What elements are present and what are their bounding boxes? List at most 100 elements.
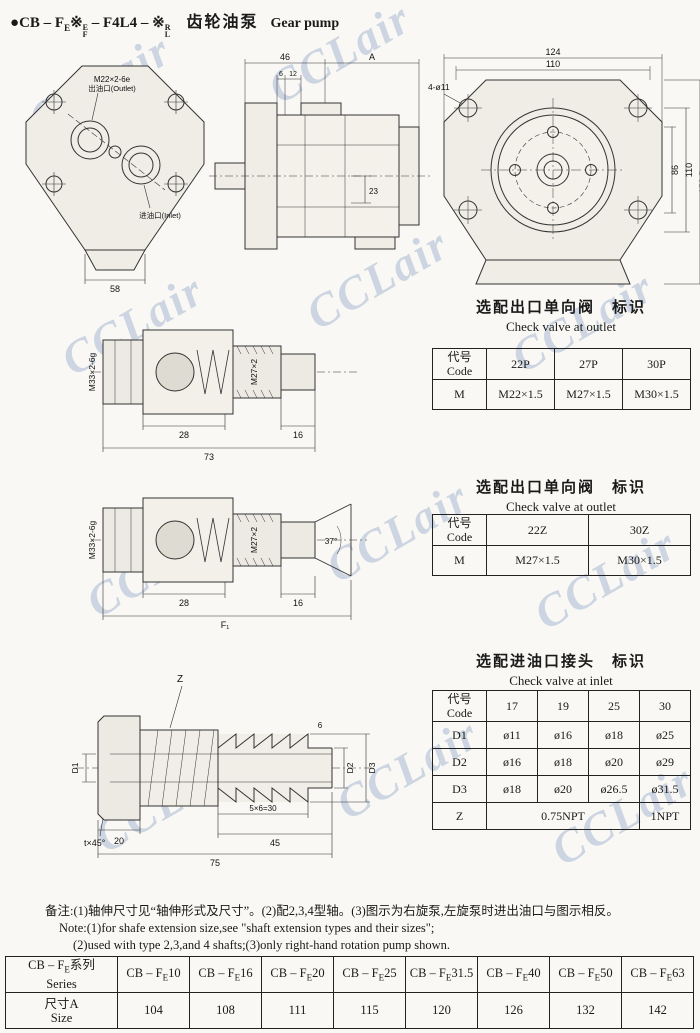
dim-label-46: 46 bbox=[280, 52, 290, 62]
table-cell: M bbox=[432, 379, 487, 410]
dim-label-20: 20 bbox=[114, 836, 124, 846]
table-cell: ø18 bbox=[588, 721, 640, 749]
dim-label-16: 16 bbox=[293, 430, 303, 440]
table-cell: 22P bbox=[486, 348, 555, 380]
table-cell: 142 bbox=[621, 992, 694, 1029]
table-cell: 30Z bbox=[588, 514, 691, 546]
table-cell: CB – FE63 bbox=[621, 956, 694, 993]
angle-label-37: 37° bbox=[325, 536, 338, 546]
side-view-drawing: 46 A 6 12 23 bbox=[209, 52, 431, 250]
table-cell: ø16 bbox=[486, 748, 538, 776]
table-cell: M30×1.5 bbox=[588, 545, 691, 576]
table-cell: ø18 bbox=[486, 775, 538, 803]
note-line-en-1: Note:(1)for shafe extension size,see "sh… bbox=[59, 921, 435, 935]
title-chinese: 齿轮油泵 bbox=[186, 14, 259, 31]
note-line-cn: 备注:(1)轴伸尺寸见“轴伸形式及尺寸”。(2)配2,3,4型轴。(3)图示为右… bbox=[45, 904, 619, 918]
dim-label-12: 12 bbox=[289, 71, 297, 78]
inlet-fitting-drawing: Z D1 D2 D3 t×45° 20 5×6=30 6 45 75 bbox=[70, 674, 377, 868]
dim-label-28: 28 bbox=[179, 598, 189, 608]
front-thread-label: M22×2-6e bbox=[94, 75, 131, 84]
dim-label-pitch: 5×6=30 bbox=[249, 804, 277, 813]
note-line-en-2: (2)used with type 2,3,and 4 shafts;(3)on… bbox=[73, 938, 451, 952]
table-cell: D1 bbox=[432, 721, 487, 749]
front-inlet-label: 进油口(Inlet) bbox=[139, 210, 181, 220]
table-cell: 108 bbox=[189, 992, 262, 1029]
section-title-outlet-p: 选配出口单向阀 标识 Check valve at outlet bbox=[475, 300, 646, 334]
section-title-inlet: 选配进油口接头 标识 Check valve at inlet bbox=[475, 654, 646, 688]
table-cell: M30×1.5 bbox=[622, 379, 691, 410]
dim-label-6: 6 bbox=[318, 721, 323, 730]
table-cell: Z bbox=[432, 802, 487, 830]
table-cell: CB – FE10 bbox=[117, 956, 190, 993]
bullet-icon: ● bbox=[10, 15, 20, 31]
table-cell: ø25 bbox=[639, 721, 691, 749]
dim-label-6: 6 bbox=[279, 71, 283, 78]
table-cell: 27P bbox=[554, 348, 623, 380]
table-cell: 115 bbox=[333, 992, 406, 1029]
table-cell: ø20 bbox=[588, 748, 640, 776]
table-cell: 30 bbox=[639, 690, 691, 722]
thread-label-m33: M33×2-6g bbox=[87, 520, 97, 559]
dim-label-73: 73 bbox=[204, 452, 214, 462]
table-cell: 132 bbox=[549, 992, 622, 1029]
table-cell: 104 bbox=[117, 992, 190, 1029]
chamfer-label: t×45° bbox=[84, 838, 106, 848]
title-english: Gear pump bbox=[270, 16, 340, 31]
table-cell: CB – FE50 bbox=[549, 956, 622, 993]
rear-view-drawing: 124 110 4-ø11 86 110 152.5 bbox=[428, 47, 700, 285]
table-cell: CB – FE20 bbox=[261, 956, 334, 993]
table-cell: 1NPT bbox=[639, 802, 691, 830]
table-cell: CB – FE16 bbox=[189, 956, 262, 993]
check-valve-p-drawing: M33×2-6g M27×2 28 16 73 bbox=[87, 329, 357, 462]
table-cell: 30P bbox=[622, 348, 691, 380]
dim-label-45: 45 bbox=[270, 838, 280, 848]
table-cell: CB – FE40 bbox=[477, 956, 550, 993]
table-cell: 22Z bbox=[486, 514, 589, 546]
table-cell: 19 bbox=[537, 690, 589, 722]
table-cell: 126 bbox=[477, 992, 550, 1029]
dim-label-110-right: 110 bbox=[684, 163, 694, 177]
table-cell: ø20 bbox=[537, 775, 589, 803]
table-cell: ø16 bbox=[537, 721, 589, 749]
thread-label-m33: M33×2-6g bbox=[87, 352, 97, 391]
table-cell: ø11 bbox=[486, 721, 538, 749]
dim-label-124: 124 bbox=[545, 47, 560, 57]
table-cell: D3 bbox=[432, 775, 487, 803]
dim-label-86: 86 bbox=[670, 165, 680, 175]
table-cell: 0.75NPT bbox=[486, 802, 640, 830]
table-cell: M bbox=[432, 545, 487, 576]
table-cell: 17 bbox=[486, 690, 538, 722]
dim-label-28: 28 bbox=[179, 430, 189, 440]
d1-label: D1 bbox=[70, 762, 80, 773]
d3-label: D3 bbox=[367, 762, 377, 773]
dim-label-16: 16 bbox=[293, 598, 303, 608]
table-cell: ø29 bbox=[639, 748, 691, 776]
dim-label-23: 23 bbox=[369, 187, 378, 196]
d2-label: D2 bbox=[345, 762, 355, 773]
dim-label-f1: F₁ bbox=[221, 620, 230, 630]
table-cell: 25 bbox=[588, 690, 640, 722]
check-valve-z-drawing: M33×2-6g M27×2 37° 28 16 F₁ bbox=[87, 497, 367, 630]
table-cell: CB – FE25 bbox=[333, 956, 406, 993]
notes: 备注:(1)轴伸尺寸见“轴伸形式及尺寸”。(2)配2,3,4型轴。(3)图示为右… bbox=[45, 903, 675, 954]
table-cell: CB – FE31.5 bbox=[405, 956, 478, 993]
thread-label-m27: M27×2 bbox=[249, 527, 259, 553]
dim-label-110-top: 110 bbox=[546, 59, 560, 69]
table-cell: M22×1.5 bbox=[486, 379, 555, 410]
table-cell: D2 bbox=[432, 748, 487, 776]
dim-label-58: 58 bbox=[110, 284, 120, 294]
table-cell: M27×1.5 bbox=[554, 379, 623, 410]
table-cell: ø31.5 bbox=[639, 775, 691, 803]
thread-label-m27: M27×2 bbox=[249, 359, 259, 385]
